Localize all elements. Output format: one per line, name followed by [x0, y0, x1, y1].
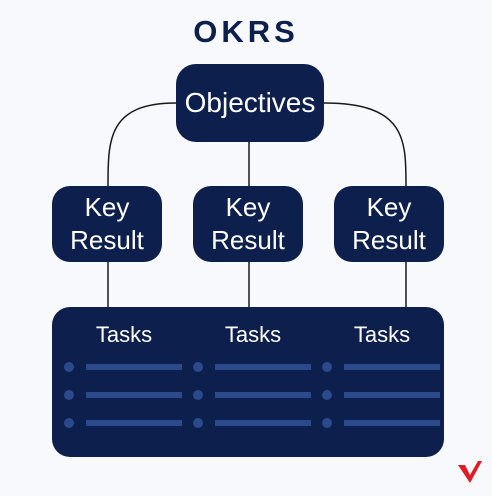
key-result-line2: Result: [70, 225, 144, 255]
key-result-line1: Key: [366, 192, 412, 222]
task-placeholder-row: [193, 362, 313, 372]
task-placeholder-row: [322, 418, 442, 428]
task-placeholder-row: [193, 418, 313, 428]
task-placeholder-row: [193, 390, 313, 400]
bullet-dot: [322, 418, 332, 428]
key-result-node: Key Result: [193, 186, 303, 262]
task-placeholder-row: [322, 390, 442, 400]
diagram-title: OKRS: [193, 14, 299, 49]
placeholder-bar: [215, 420, 311, 426]
key-result-node: Key Result: [52, 186, 162, 262]
task-label: Tasks: [95, 322, 153, 347]
bullet-dot: [322, 390, 332, 400]
placeholder-bar: [344, 392, 440, 398]
placeholder-bar: [86, 364, 182, 370]
bullet-dot: [64, 418, 74, 428]
tasks-panel: Tasks Tasks Tasks: [52, 307, 444, 457]
key-result-node: Key Result: [334, 186, 444, 262]
key-result-line1: Key: [225, 192, 271, 222]
task-placeholder-row: [64, 390, 184, 400]
key-result-line2: Result: [211, 225, 285, 255]
key-result-line2: Result: [352, 225, 426, 255]
placeholder-bar: [215, 364, 311, 370]
bullet-dot: [193, 390, 203, 400]
bullet-dot: [64, 390, 74, 400]
bullet-dot: [193, 362, 203, 372]
task-label: Tasks: [353, 322, 411, 347]
task-placeholder-row: [322, 362, 442, 372]
placeholder-bar: [86, 392, 182, 398]
key-result-line1: Key: [84, 192, 130, 222]
placeholder-bar: [215, 392, 311, 398]
placeholder-bar: [86, 420, 182, 426]
task-placeholder-row: [64, 418, 184, 428]
objectives-node: Objectives: [176, 64, 324, 142]
placeholder-bar: [344, 420, 440, 426]
bullet-dot: [193, 418, 203, 428]
bullet-dot: [64, 362, 74, 372]
bullet-dot: [322, 362, 332, 372]
connector-objectives-kr1: [107, 102, 177, 187]
connector-objectives-kr3: [323, 102, 407, 187]
task-label: Tasks: [224, 322, 282, 347]
task-placeholder-row: [64, 362, 184, 372]
placeholder-bar: [344, 364, 440, 370]
v-checkmark-logo-icon: [458, 461, 482, 483]
objectives-label: Objectives: [184, 87, 316, 118]
